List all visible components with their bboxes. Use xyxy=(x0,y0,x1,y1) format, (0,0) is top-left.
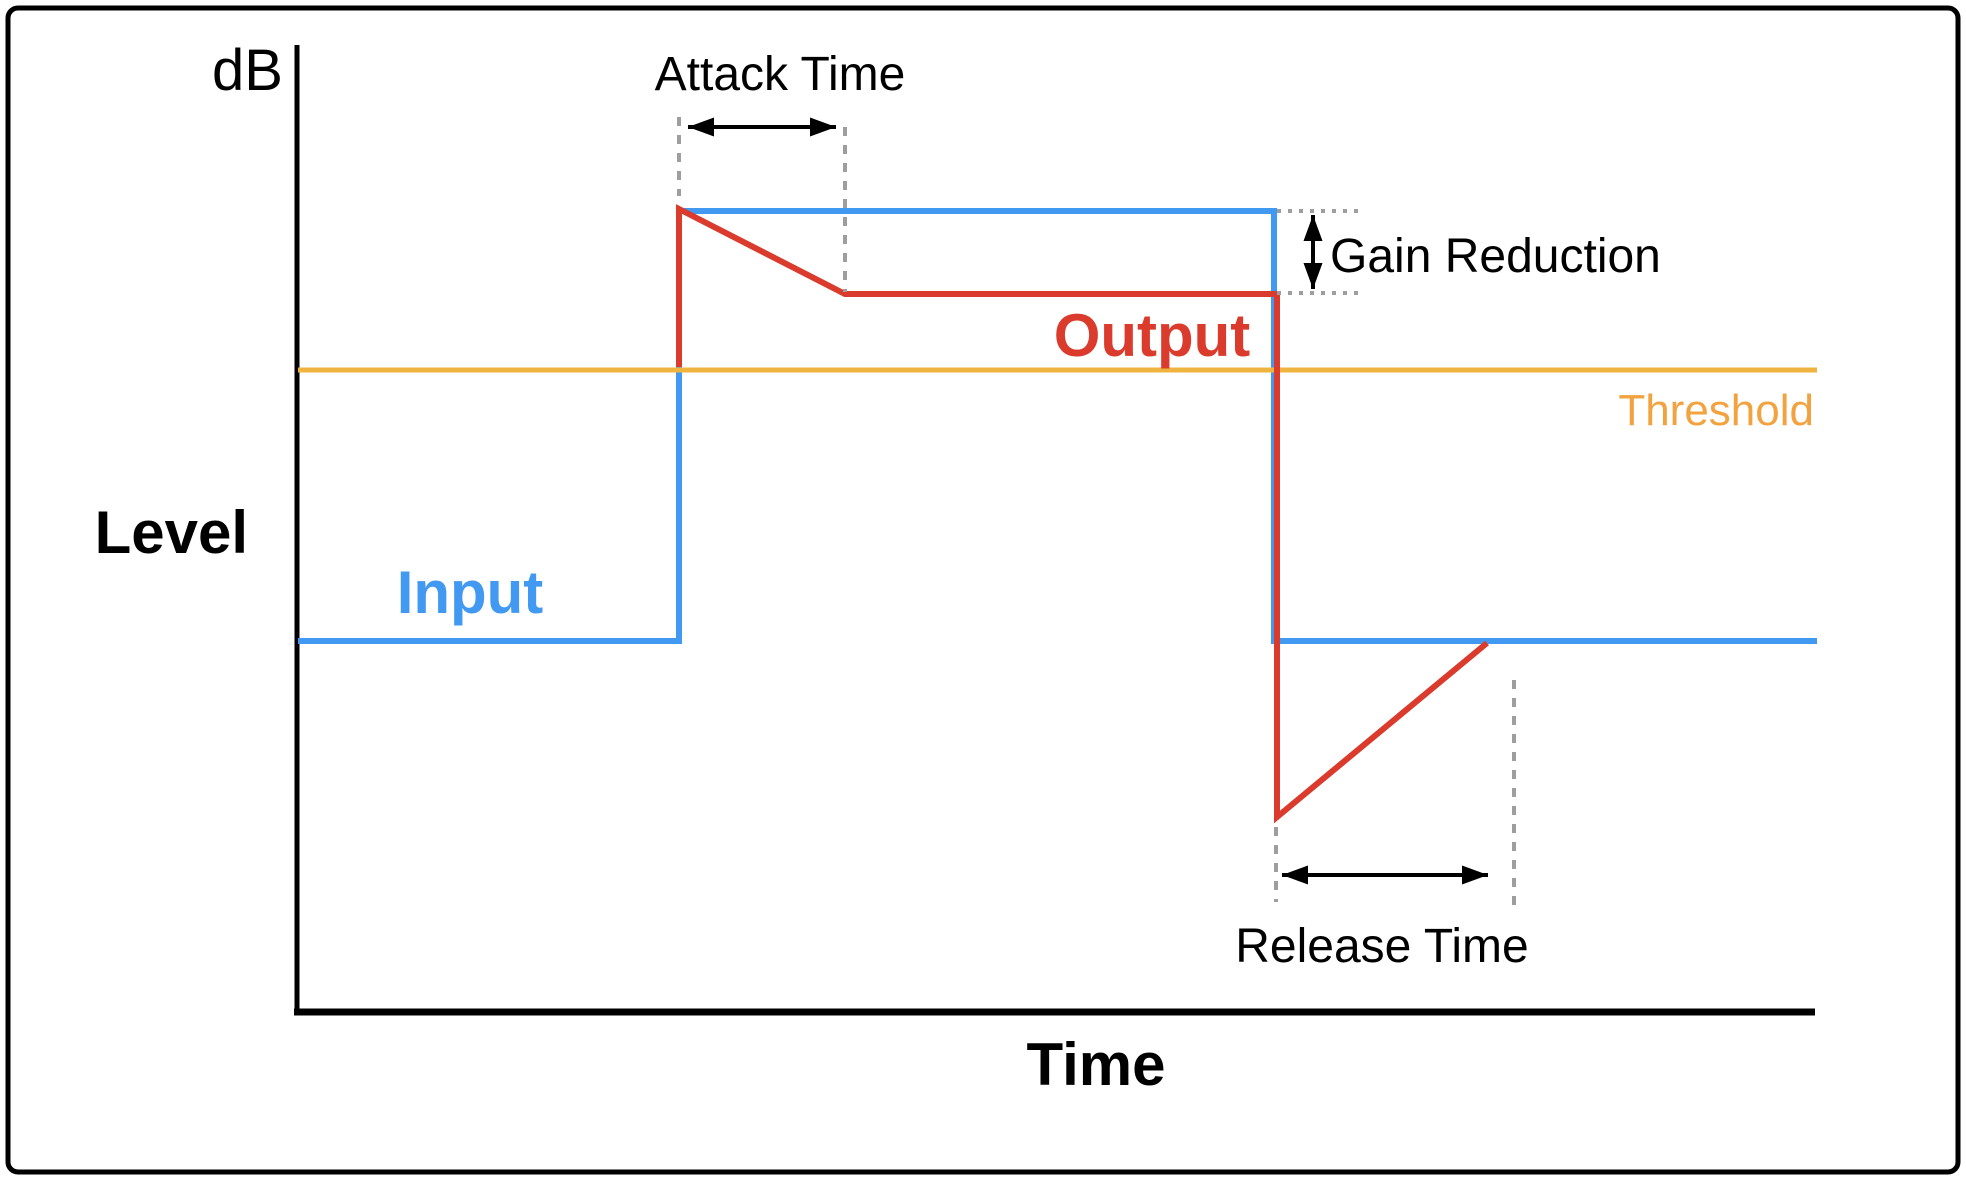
outer-border xyxy=(5,5,1961,1175)
release-time-label: Release Time xyxy=(1235,920,1528,973)
attack-time-label: Attack Time xyxy=(655,48,906,101)
attack-arrow-head-end xyxy=(810,117,836,137)
gain-arrow-head-start xyxy=(1303,215,1323,241)
guide-lines xyxy=(677,117,1516,913)
output-label: Output xyxy=(1054,302,1251,369)
release-arrow-head-end xyxy=(1462,865,1488,885)
output-line xyxy=(676,204,1489,824)
y-axis-unit-label: dB xyxy=(212,38,283,103)
attack-arrow-head-start xyxy=(688,117,714,137)
axes xyxy=(294,45,1815,1016)
input-label: Input xyxy=(397,559,544,626)
input-line xyxy=(298,208,1817,644)
x-axis-title: Time xyxy=(1027,1031,1166,1098)
threshold-label: Threshold xyxy=(1618,386,1814,435)
arrows xyxy=(688,117,1488,885)
gain-arrow-head-end xyxy=(1303,263,1323,289)
text-labels: dB Level Time Input Output Threshold Att… xyxy=(95,38,1814,1098)
y-axis-title: Level xyxy=(95,499,248,566)
gain-reduction-label: Gain Reduction xyxy=(1330,230,1661,283)
signal-lines xyxy=(298,204,1817,824)
release-arrow-head-start xyxy=(1282,865,1308,885)
